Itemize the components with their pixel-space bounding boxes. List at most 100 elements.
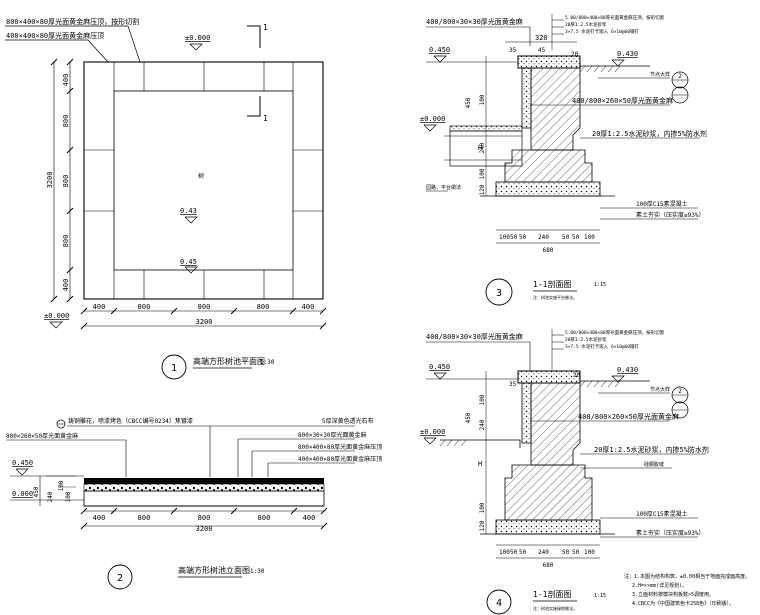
elev-dim-100a: 100 [58,480,65,491]
sec2-dim-b3: 50 [519,549,527,556]
plan-callout-2: 400×400×80厚光面黄金麻压顶 [6,31,104,40]
section-mark-top: 1 [263,23,268,32]
sec1-callout-1: 400/800×30×30厚光面黄金麻 [426,17,523,26]
sec2-note-a: 节点大样 [650,386,670,393]
sec2-callout-2: 5.00/800×400×80厚光面黄金麻压顶，按形切割 [565,329,665,336]
sec1-level-1: 0.450 [429,46,450,54]
sec2-note-c2: 硅酮胶缝 [644,461,664,468]
elev-dim-240: 240 [47,491,54,502]
sec2-dim-b4: 240 [538,549,549,556]
plan-dim-left-5: 400 [62,279,70,292]
sec1-note-f: 园路、平台做法 [426,184,461,191]
sec1-dim-b2: 50 [510,234,518,241]
sec2-note-b: 400/800×260×50厚光面黄金麻 [578,412,679,421]
sec2-dim-100b: 100 [479,502,486,513]
sec2-callout-1: 400/800×30×30厚光面黄金麻 [426,332,523,341]
plan-dim-left-1: 400 [62,74,70,87]
elev-dim-100b: 100 [65,491,72,502]
plan-title: 高端方形树池平面图 [193,356,265,366]
tree-pit-outline [83,61,324,300]
elev-dim-bottom-5: 400 [303,514,316,522]
sec1-wall-core [530,67,581,151]
plan-scale: 1:30 [260,359,275,366]
sec2-callout-3: 20厚1:2.5水泥砂浆 [565,336,607,343]
sec1-cap [517,55,581,69]
elev-callout-right-2: 800×30×30厚光面黄金麻 [298,431,367,439]
sec1-dim-100a: 100 [479,94,486,105]
sec2-dim-b1: 100 [499,549,510,556]
note-3: 3.立面材料按模块构板数>5调度用。 [632,591,714,598]
sec2-dim-b6: 50 [572,549,580,556]
sec1-dim-b5: 50 [562,234,570,241]
sec1-note-b: 400/800×260×50厚光面黄金麻 [572,96,673,105]
sec1-dim-240: 240 [479,142,486,153]
sec1-dim-20: 20 [571,51,579,58]
sec2-wall-core [530,382,581,466]
note-1: 注：1.本图为结构构筑，±0.00相当于地面完成面高度。 [624,573,750,580]
sec2-dim-total: 680 [543,562,554,569]
sec2-note-d: 100厚C15素混凝土 [636,510,688,518]
sec1-index-circle [485,278,513,306]
sec1-note-d: 100厚C15素混凝土 [636,200,688,208]
sec1-callout-4: 3×7.5 水泥钉卡嵌入 6×10@60铺钉 [565,28,639,35]
elev-scale: 1:30 [250,568,265,575]
elev-callout-right-1: 5厚深黄色透光石布 [322,417,374,425]
sec1-index: 3 [496,288,502,299]
sec1-callout-2: 5.00/800×400×80厚光面黄金麻压顶，按形切割 [565,14,665,21]
sec1-level-3: ±0.000 [420,115,445,123]
elev-dim-bottom-1: 400 [93,514,106,522]
sec1-scale: 1:15 [594,282,606,288]
sec1-dim-120: 120 [479,184,486,195]
sec1-level-2: 0.430 [617,50,638,58]
sec1-dim-450: 450 [465,97,472,108]
sec2-dim-b5: 50 [562,549,570,556]
general-notes: 注：1.本图为结构构筑，±0.00相当于地面完成面高度。 2.H=××mm(详见… [624,573,750,607]
sec1-callout-3: 20厚1:2.5水泥砂浆 [565,21,607,28]
sec2-subtitle: 注：树池实施绿地做法。 [533,605,577,611]
sec2-callout-4: 3×7.5 水泥钉卡嵌入 6×10@60铺钉 [565,343,639,350]
sec2-facing [521,382,532,444]
plan-dim-bottom-3: 800 [198,303,211,311]
sec2-note-c: 20厚1:2.5水泥砂浆，内掺5%防水剂 [594,445,709,454]
sec2-level-2: 0.430 [617,366,638,374]
sec1-dim-b7: 100 [584,234,595,241]
elev-callout-left-1: 铸铜雕花，喷漆烤色（CBCC编号0234）焦镀漆 [68,417,193,425]
section-mark-bottom: 1 [263,114,268,123]
plan-dim-bottom-4: 800 [257,303,270,311]
elev-dim-bottom-3: 800 [198,514,211,522]
sec1-concrete-base [495,181,601,197]
elev-index-circle [107,564,133,590]
plan-level-top: ±0.000 [185,34,210,42]
section-view-2: 400/800×30×30厚光面黄金麻 5.00/800×400×80厚光面黄金… [420,329,709,615]
elevation-view: 铸铜雕花，喷漆烤色（CBCC编号0234）焦镀漆 800×260×50厚光面黄金… [6,417,382,590]
sec1-dim-100b: 100 [479,168,486,179]
sec1-dim-b3: 50 [519,234,527,241]
plan-dim-left-4: 800 [62,235,70,248]
sec1-dim-35: 35 [509,47,517,54]
plan-level-left: ±0.000 [44,312,69,320]
sec1-note-c: 20厚1:2.5水泥砂浆，内掺5%防水剂 [592,129,707,138]
sec2-dim-35: 35 [509,381,517,388]
sec2-dim-100a: 100 [479,394,486,405]
sec2-level-3: ±0.000 [420,428,445,436]
elev-level-1: 0.450 [12,459,33,467]
elev-dim-450: 450 [33,486,40,497]
plan-dim-left-2: 800 [62,115,70,128]
sec2-title: 1-1剖面图 [533,589,571,599]
plan-index: 1 [171,363,177,374]
sec1-dim-b6: 50 [572,234,580,241]
sec2-index: 4 [496,598,502,609]
sec2-dim-120: 120 [479,520,486,531]
sec1-subtitle: 注：树池实施平台做法。 [533,294,577,300]
elev-pattern-band [83,483,325,492]
sec1-dim-total: 680 [543,247,554,254]
sec1-bubble-a: 2 [678,73,682,80]
elev-dim-bottom-4: 800 [258,514,271,522]
sec1-dim-45: 45 [538,47,546,54]
sec1-dim-320: 320 [535,34,548,42]
sec1-facing [521,67,532,129]
note-4: 4.CBCC为《中国建筑色卡258色》（印刷版）。 [632,600,734,607]
sec2-dim-b7: 100 [584,549,595,556]
plan-dim-bottom-1: 400 [93,303,106,311]
